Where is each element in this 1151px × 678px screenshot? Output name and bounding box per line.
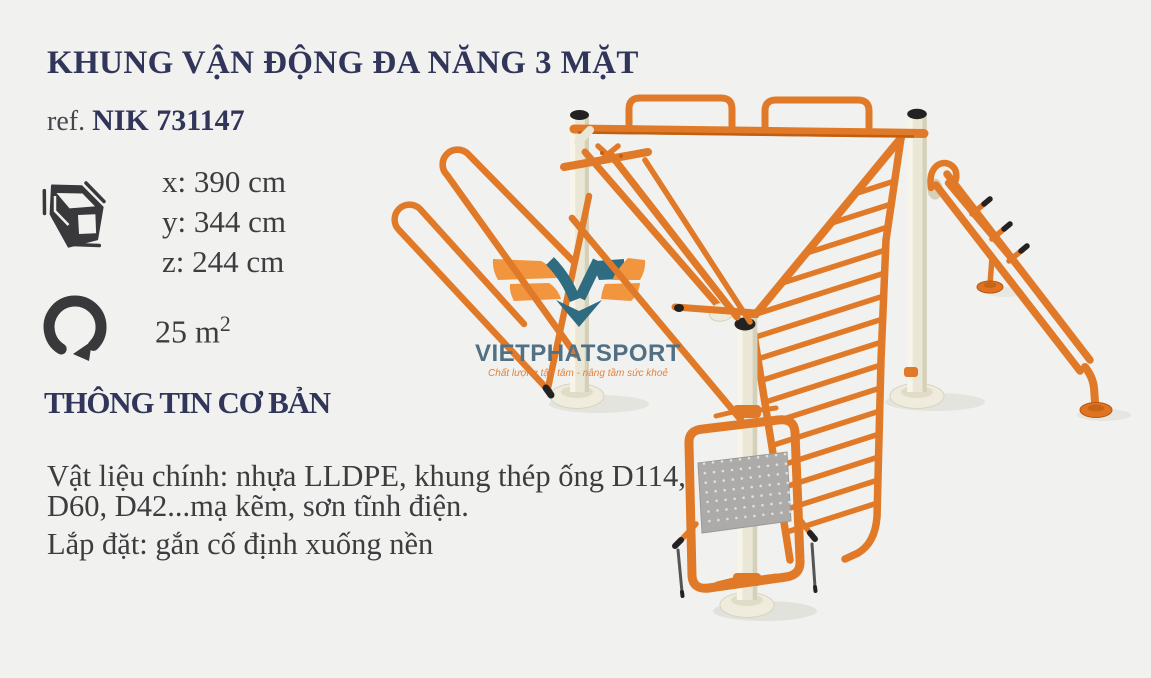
svg-text:VIETPHATSPORT: VIETPHATSPORT [475, 340, 681, 367]
svg-text:Chất lượng tận tâm - nâng tầm: Chất lượng tận tâm - nâng tầm sức khoẻ [488, 367, 668, 379]
